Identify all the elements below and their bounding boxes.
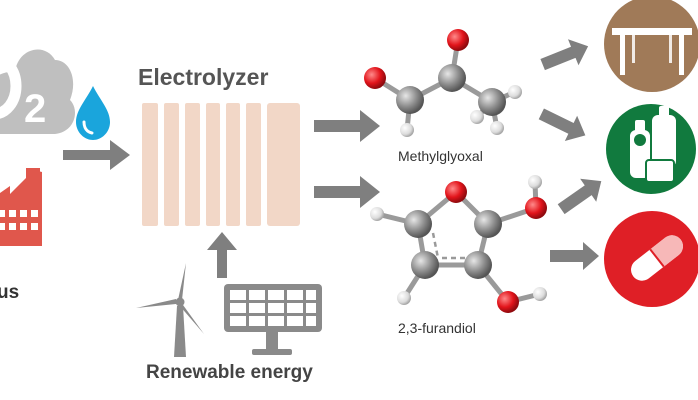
solar-panel-icon [224, 284, 322, 355]
methylglyoxal-label: Methylglyoxal [398, 148, 483, 164]
co2-digit: 2 [24, 87, 46, 131]
furandiol-molecule [370, 175, 547, 313]
furandiol-label: 2,3-furandiol [398, 320, 476, 336]
cloud-co2-icon: 2 [0, 49, 75, 134]
factory-icon [0, 168, 42, 246]
pill-icon [604, 211, 698, 307]
methylglyoxal-molecule [364, 29, 522, 137]
electrolyzer-label: Electrolyzer [138, 64, 269, 90]
renewable-energy-label: Renewable energy [146, 362, 313, 383]
bottles-icon [606, 104, 696, 194]
table-icon [604, 0, 698, 92]
left-cut-label: us [0, 282, 20, 303]
arrow-energy-up [207, 232, 237, 278]
arrow-to-methylglyoxal [314, 110, 380, 142]
arrow-to-furandiol [314, 176, 380, 208]
water-drop-highlight [82, 120, 94, 135]
arrow-input [63, 140, 130, 170]
wind-turbine-icon [136, 263, 204, 357]
electrolyzer-stack [142, 103, 300, 226]
application-arrows [538, 39, 602, 270]
